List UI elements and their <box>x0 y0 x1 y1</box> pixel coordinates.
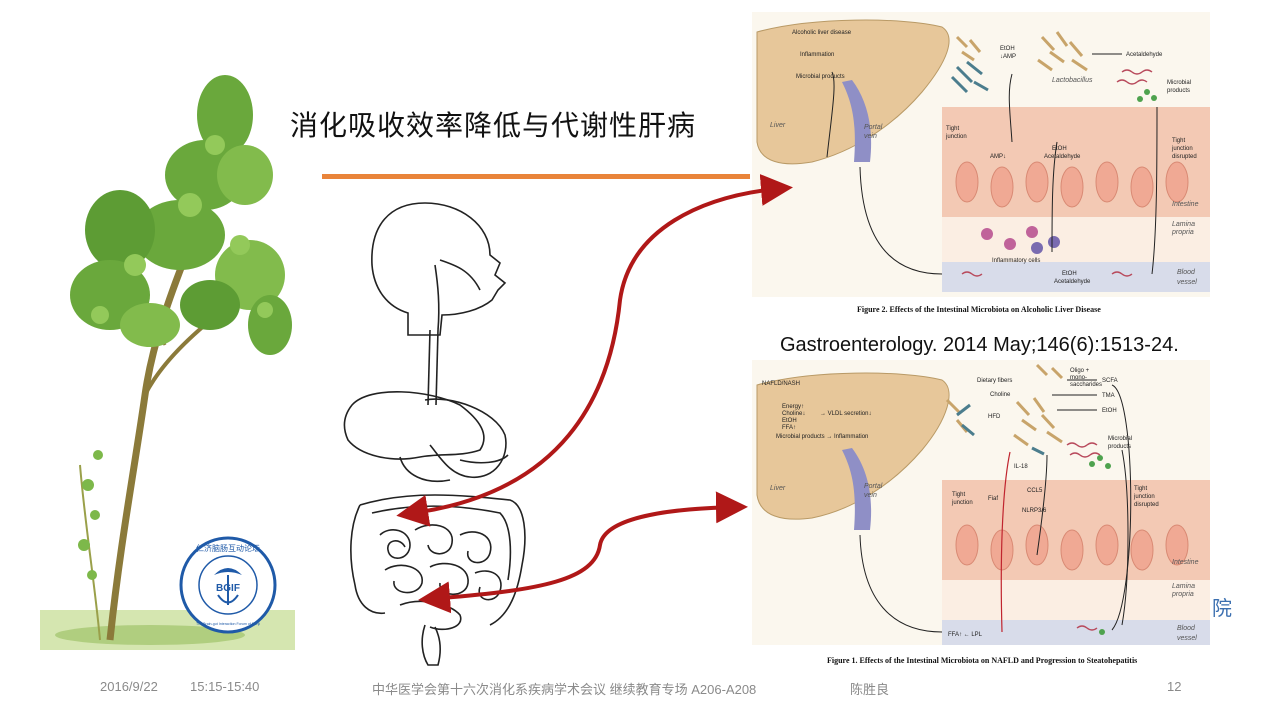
figure2-caption: Figure 2. Effects of the Intestinal Micr… <box>857 305 1101 314</box>
fig1-label-tjd2: junction <box>1133 494 1155 500</box>
fig1-label-mono: mono- <box>1070 375 1087 381</box>
fig1-label-hfd: HFD <box>988 414 1001 420</box>
tree-illustration <box>40 75 295 650</box>
fig1-label-microbial-inflammation: Microbial products → Inflammation <box>776 434 868 440</box>
fig2-label-portal: Portal <box>864 124 883 131</box>
fig1-label-vldl: → VLDL secretion↓ <box>820 411 871 417</box>
fig1-label-oligo: Oligo + <box>1070 368 1090 374</box>
fig1-label-etoh: EtOH <box>782 418 797 424</box>
fig2-label-tjd3: disrupted <box>1172 154 1197 160</box>
fig2-label-amp: AMP↓ <box>990 154 1006 160</box>
fig1-label-tight: Tight <box>952 492 965 498</box>
figure1-caption: Figure 1. Effects of the Intestinal Micr… <box>827 656 1138 665</box>
digestive-system-illustration <box>343 202 526 666</box>
fig1-label-ffa-lpl: FFA↑ ← LPL <box>948 632 983 638</box>
fig2-label-intestine: Intestine <box>1172 201 1199 208</box>
footer-date: 2016/9/22 <box>100 679 158 694</box>
fig1-label-junction: junction <box>951 500 973 506</box>
fig2-label-vein: vein <box>864 133 877 140</box>
figure2-panel: Alcoholic liver disease Inflammation Mic… <box>752 12 1210 314</box>
fig2-label-inflammatory-cells: Inflammatory cells <box>992 258 1040 264</box>
fig2-label-acet-bottom: Acetaldehyde <box>1054 279 1091 285</box>
fig1-label-tma: TMA <box>1102 393 1115 399</box>
fig1-label-choline2: Choline <box>990 392 1011 398</box>
footer-time: 15:15-15:40 <box>190 679 260 694</box>
fig1-label-saccharides: saccharides <box>1070 382 1102 388</box>
fig1-label-portal: Portal <box>864 483 883 490</box>
fig2-label-lamina: Lamina <box>1172 221 1195 228</box>
fig1-label-energy: Energy↑ <box>782 404 804 410</box>
fig2-label-inflammation: Inflammation <box>800 52 834 58</box>
fig1-label-products: products <box>1108 444 1131 450</box>
fig2-label-acet-mid: Acetaldehyde <box>1044 154 1081 160</box>
logo-middle-text: BGIF <box>216 583 240 594</box>
fig1-label-fiaf: Fiaf <box>988 496 998 502</box>
fig2-label-blood: Blood <box>1177 269 1196 276</box>
figure1-diagram: NAFLD/NASH Energy↑ Choline↓ EtOH FFA↑ → … <box>752 360 1210 645</box>
bgif-logo: BGIF 仁济脑肠互动论坛 The Brain-gut Interaction … <box>179 536 277 634</box>
fig1-label-tjd1: Tight <box>1134 486 1147 492</box>
citation-text: Gastroenterology. 2014 May;146(6):1513-2… <box>780 334 1179 356</box>
fig1-label-choline: Choline↓ <box>782 411 805 417</box>
fig2-label-microbial: Microbial <box>1167 80 1191 86</box>
fig2-label-acetaldehyde: Acetaldehyde <box>1126 52 1163 58</box>
fig2-label-vessel: vessel <box>1177 279 1197 286</box>
fig1-label-blood: Blood <box>1177 625 1196 632</box>
footer-page-number: 12 <box>1167 679 1182 694</box>
footer-event: 中华医学会第十六次消化系疾病学术会议 继续教育专场 A206-A208 <box>372 682 757 697</box>
fig2-label-amp-plus: ↓AMP <box>1000 54 1016 60</box>
fig1-label-microbial: Microbial <box>1108 436 1132 442</box>
fig1-label-tjd3: disrupted <box>1134 502 1159 508</box>
slide-title: 消化吸收效率降低与代谢性肝病 <box>290 109 697 142</box>
fig2-label-microbial-products: Microbial products <box>796 74 845 80</box>
fig1-label-nlrp: NLRP3/6 <box>1022 508 1047 514</box>
fig2-label-ald: Alcoholic liver disease <box>792 30 852 36</box>
fig2-label-tjd2: junction <box>1171 146 1193 152</box>
edge-text-fragment: 院 <box>1212 596 1232 620</box>
fig1-label-scfa: SCFA <box>1102 378 1118 384</box>
fig2-label-etoh-top: EtOH <box>1000 46 1015 52</box>
figure1-panel: NAFLD/NASH Energy↑ Choline↓ EtOH FFA↑ → … <box>752 360 1210 672</box>
fig1-label-etoh2: EtOH <box>1102 408 1117 414</box>
fig1-label-lamina: Lamina <box>1172 583 1195 590</box>
fig1-label-ffa: FFA↑ <box>782 425 796 431</box>
figure2-diagram: Alcoholic liver disease Inflammation Mic… <box>752 12 1210 297</box>
logo-top-text: 仁济脑肠互动论坛 <box>196 543 260 553</box>
fig2-label-liver: Liver <box>770 122 786 129</box>
fig2-label-propria: propria <box>1171 229 1194 236</box>
fig2-label-products: products <box>1167 88 1190 94</box>
fig1-label-il18: IL-18 <box>1014 464 1028 470</box>
fig2-label-etoh-mid: EtOH <box>1052 146 1067 152</box>
fig1-label-dietary-fibers: Dietary fibers <box>977 378 1012 384</box>
fig2-label-junction: junction <box>945 134 967 140</box>
fig1-label-nafld: NAFLD/NASH <box>762 381 800 387</box>
footer-speaker: 陈胜良 <box>850 682 890 697</box>
fig1-label-intestine: Intestine <box>1172 559 1199 566</box>
fig1-label-propria: propria <box>1171 591 1194 598</box>
fig2-label-tight: Tight <box>946 126 959 132</box>
fig2-label-lactobacillus: Lactobacillus <box>1052 77 1093 84</box>
fig1-label-vein: vein <box>864 492 877 499</box>
fig1-label-liver: Liver <box>770 485 786 492</box>
logo-bottom-text: The Brain-gut Interaction Forum of Renji <box>196 622 260 626</box>
title-underline <box>322 174 750 179</box>
fig1-label-vessel: vessel <box>1177 635 1197 642</box>
fig2-label-etoh-bottom: EtOH <box>1062 271 1077 277</box>
fig2-label-tjd1: Tight <box>1172 138 1185 144</box>
fig1-label-ccl5: CCL5 <box>1027 488 1043 494</box>
